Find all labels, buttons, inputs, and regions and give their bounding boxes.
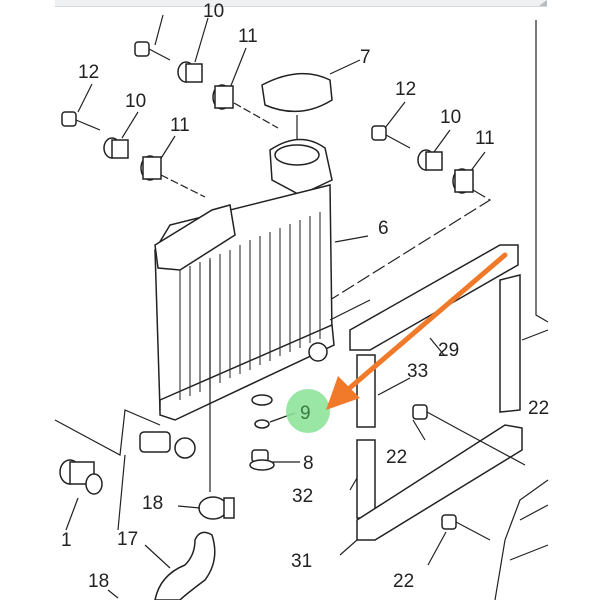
right-fastener-set xyxy=(329,101,492,301)
label-22: 22 xyxy=(386,447,407,468)
guard-pieces xyxy=(339,244,549,556)
label-10-top: 10 xyxy=(203,1,224,22)
label-31: 31 xyxy=(291,551,312,572)
label-7: 7 xyxy=(360,47,371,68)
corner-fold xyxy=(539,0,547,6)
label-22-edge: 22 xyxy=(528,398,549,419)
label-10-left: 10 xyxy=(125,91,146,112)
radiator-cap xyxy=(261,59,361,148)
label-11-top: 11 xyxy=(238,26,258,47)
label-33: 33 xyxy=(407,361,428,382)
radiator-hose xyxy=(107,531,216,600)
label-1: 1 xyxy=(61,530,72,551)
label-18-hose: 18 xyxy=(88,571,109,592)
drain-plug xyxy=(249,449,300,471)
frame-line xyxy=(535,20,549,323)
top-toolbar-strip xyxy=(55,0,547,7)
grommet xyxy=(59,459,103,531)
left-fastener-set xyxy=(61,83,206,198)
top-fastener-set xyxy=(134,14,279,129)
highlight-circle[interactable] xyxy=(286,389,330,433)
label-6: 6 xyxy=(378,218,389,239)
orange-arrow-icon xyxy=(326,252,508,410)
label-12-right: 12 xyxy=(395,79,416,100)
label-9-highlighted[interactable]: 9 xyxy=(300,403,311,424)
label-10-right: 10 xyxy=(440,107,461,128)
hose-clamp xyxy=(177,496,235,520)
label-11-right: 11 xyxy=(475,128,495,149)
radiator xyxy=(54,138,371,531)
label-29: 29 xyxy=(438,340,459,361)
label-18-clamp: 18 xyxy=(142,493,163,514)
bolts-22 xyxy=(412,404,549,600)
label-12-left: 12 xyxy=(78,62,99,83)
label-17: 17 xyxy=(117,529,138,550)
label-22-lower: 22 xyxy=(393,571,414,592)
label-11-left: 11 xyxy=(170,115,190,136)
label-8: 8 xyxy=(303,453,314,474)
label-32: 32 xyxy=(292,486,313,507)
